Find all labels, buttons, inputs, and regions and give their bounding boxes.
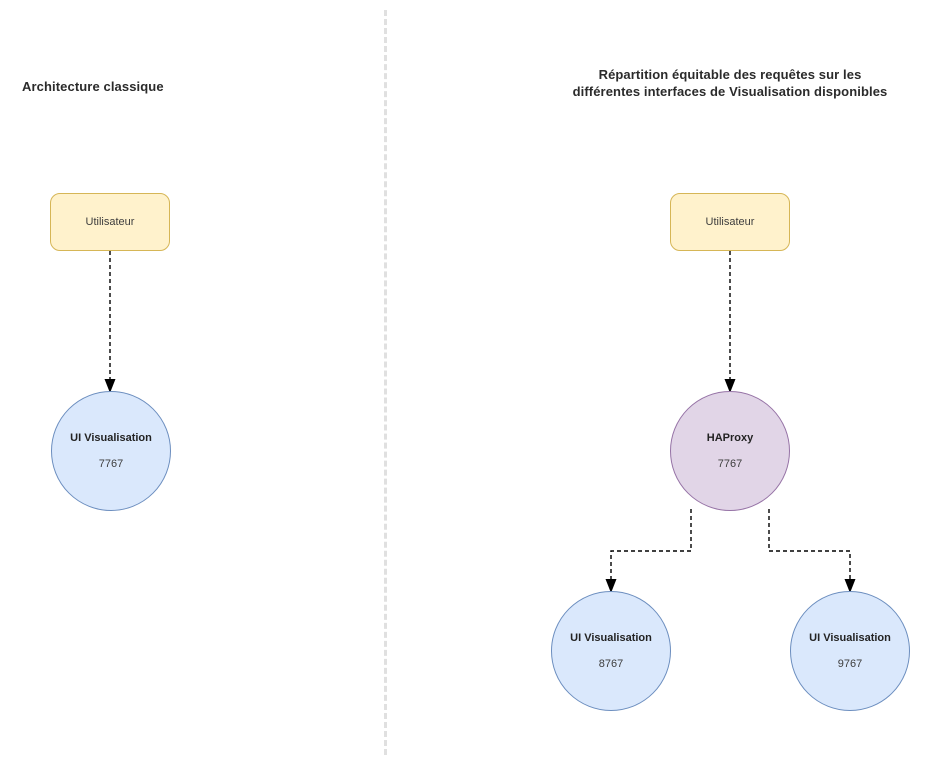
- node-port: 9767: [837, 658, 863, 670]
- panel-divider: [384, 10, 387, 755]
- panel-title-classic: Architecture classique: [22, 79, 164, 94]
- node-label: Utilisateur: [705, 216, 755, 228]
- node-ui-visualisation-7767[interactable]: UI Visualisation 7767: [51, 391, 171, 511]
- node-port: 8767: [598, 658, 624, 670]
- node-utilisateur-classic[interactable]: Utilisateur: [50, 193, 170, 251]
- edge-haproxy-to-ui-8767: [610, 509, 692, 583]
- edge-haproxy-to-ui-9767: [768, 509, 851, 583]
- node-label: UI Visualisation: [809, 632, 891, 644]
- node-port: 7767: [98, 458, 124, 470]
- node-label: UI Visualisation: [570, 632, 652, 644]
- panel-title-balanced: Répartition équitable des requêtes sur l…: [572, 67, 888, 99]
- node-label: HAProxy: [706, 432, 754, 444]
- node-ui-visualisation-8767[interactable]: UI Visualisation 8767: [551, 591, 671, 711]
- node-label: UI Visualisation: [70, 432, 152, 444]
- node-utilisateur-balanced[interactable]: Utilisateur: [670, 193, 790, 251]
- node-ui-visualisation-9767[interactable]: UI Visualisation 9767: [790, 591, 910, 711]
- node-port: 7767: [717, 458, 743, 470]
- node-label: Utilisateur: [85, 216, 135, 228]
- node-haproxy-7767[interactable]: HAProxy 7767: [670, 391, 790, 511]
